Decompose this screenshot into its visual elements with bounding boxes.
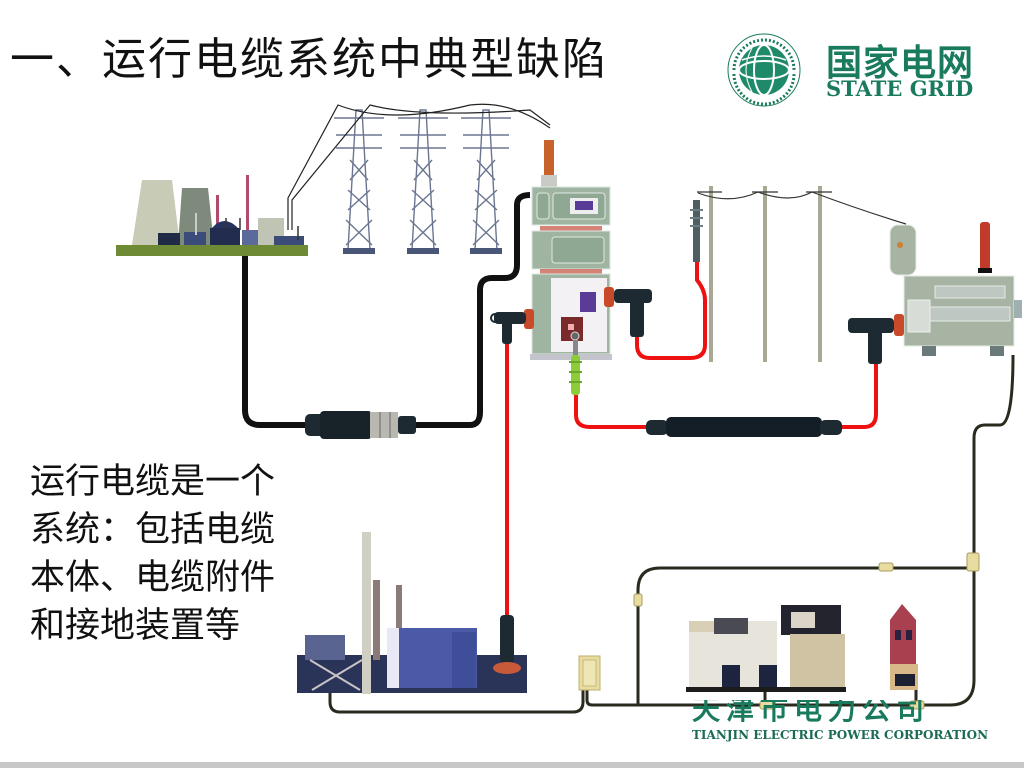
- house-icons: [686, 604, 918, 692]
- transmission-tower-icons: [334, 109, 511, 254]
- outdoor-termination-icon: [690, 200, 703, 262]
- switchgear-icon: [524, 186, 614, 360]
- state-grid-logo: 国家电网 STATE GRID: [722, 30, 982, 110]
- globe-emblem-icon: [727, 33, 801, 107]
- tower-3: [461, 109, 511, 254]
- cable-joint-black-icon: [305, 411, 416, 439]
- transformer-icon: [889, 222, 1022, 356]
- ground-joint-icons: [633, 552, 980, 710]
- slide-bottom-border: [0, 762, 1024, 768]
- logo-name-en: STATE GRID: [826, 76, 974, 101]
- tower-2: [398, 109, 448, 254]
- surge-arrester-icon: [569, 331, 582, 395]
- footer-company-cn: 天津市电力公司: [692, 700, 931, 722]
- power-plant-icon: [116, 175, 308, 256]
- slide-body-text: 运行电缆是一个系统：包括电缆本体、电缆附件和接地装置等: [30, 462, 276, 646]
- cable-joint-red-icon: [646, 417, 842, 437]
- slide-title: 一、运行电缆系统中典型缺陷: [10, 34, 608, 85]
- red-cables: [505, 262, 878, 615]
- black-cable: [242, 192, 531, 428]
- bushing-icon: [541, 140, 557, 187]
- distribution-box-icon: [578, 655, 601, 691]
- cable-termination-bottom-icon: [493, 615, 521, 674]
- elbow-connector-transformer-icon: [848, 314, 904, 364]
- footer-company-en: TIANJIN ELECTRIC POWER CORPORATION: [692, 728, 989, 742]
- elbow-connector-right-icon: [614, 289, 652, 337]
- logo-name-cn: 国家电网: [826, 43, 975, 84]
- grounding-wires: [328, 354, 1015, 714]
- tower-1: [334, 109, 384, 254]
- elbow-connector-left-icon: [490, 312, 526, 344]
- utility-pole-icons: [697, 186, 907, 362]
- overhead-lines: [287, 103, 551, 230]
- factory-icon: [297, 532, 527, 694]
